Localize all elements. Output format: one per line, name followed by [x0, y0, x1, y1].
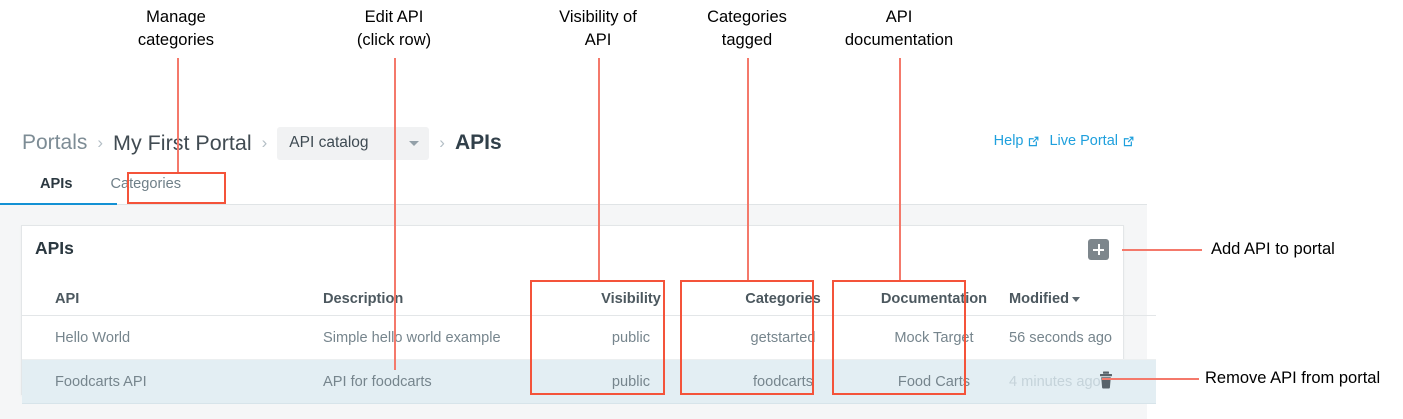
annotation-leader-line — [899, 58, 901, 280]
tab-active-underline — [0, 203, 117, 206]
cell-categories-label: foodcarts — [752, 373, 814, 390]
cell-visibility: public — [555, 315, 707, 360]
cell-modified: 4 minutes ago — [1009, 359, 1156, 404]
breadcrumb-portals[interactable]: Portals — [22, 131, 88, 154]
table-header-row: API Description Visibility Categories Do… — [22, 283, 1156, 316]
tab-apis[interactable]: APIs — [40, 176, 73, 192]
cell-description: API for foodcarts — [323, 359, 555, 404]
annotation-label: Visibility of API — [559, 8, 637, 49]
catalog-select[interactable]: API catalog — [277, 126, 430, 160]
cell-api: Hello World — [22, 315, 323, 360]
external-link-icon — [1122, 135, 1135, 148]
annotation-leader-line — [747, 58, 749, 280]
cell-documentation-label: Food Carts — [897, 373, 971, 390]
column-header-categories-label: Categories — [745, 291, 821, 307]
annotation-label: Add API to portal — [1211, 240, 1335, 258]
annotation-leader-line — [1122, 249, 1202, 251]
column-header-modified-label: Modified — [1009, 291, 1069, 307]
column-header-documentation[interactable]: Documentation — [859, 283, 1009, 316]
catalog-select-value: API catalog — [289, 134, 369, 151]
trash-icon[interactable] — [1098, 371, 1114, 389]
column-header-description[interactable]: Description — [323, 283, 555, 316]
live-portal-link[interactable]: Live Portal — [1049, 133, 1135, 149]
cell-categories-label: getstarted — [750, 329, 816, 346]
plus-icon — [1093, 244, 1104, 255]
apis-card: APIs API Description Visibility Categori… — [21, 225, 1156, 404]
column-header-documentation-label: Documentation — [880, 291, 988, 307]
top-links: Help Live Portal — [994, 133, 1135, 149]
chevron-down-icon — [409, 140, 420, 146]
breadcrumb-current-apis: APIs — [454, 131, 502, 154]
annotation-leader-line — [394, 58, 396, 370]
annotation-label: Edit API (click row) — [356, 8, 432, 49]
tab-bar: APIs Categories — [0, 172, 1147, 205]
cell-api: Foodcarts API — [22, 359, 323, 404]
breadcrumb-separator-1: › — [97, 133, 104, 152]
cell-categories: foodcarts — [707, 359, 859, 404]
cell-description: Simple hello world example — [323, 315, 555, 360]
cell-visibility-label: public — [611, 373, 651, 390]
annotation-label: Categories tagged — [707, 8, 787, 49]
tab-categories[interactable]: Categories — [110, 176, 182, 192]
tab-bar-divider — [117, 204, 1147, 205]
annotation-leader-line — [177, 58, 179, 172]
cell-categories: getstarted — [707, 315, 859, 360]
column-header-modified[interactable]: Modified — [1009, 283, 1156, 316]
breadcrumb-my-first-portal[interactable]: My First Portal — [113, 130, 252, 155]
breadcrumb-separator-3: › — [439, 133, 445, 152]
apis-table: API Description Visibility Categories Do… — [22, 283, 1156, 404]
column-header-visibility-label: Visibility — [601, 291, 661, 307]
add-api-button[interactable] — [1088, 239, 1109, 260]
annotation-label: API documentation — [844, 8, 954, 49]
annotation-leader-line — [598, 58, 600, 280]
annotation-leader-line — [1102, 378, 1199, 380]
cell-documentation: Mock Target — [859, 315, 1009, 360]
external-link-icon — [1027, 135, 1040, 148]
card-title: APIs — [35, 238, 74, 258]
cell-modified: 56 seconds ago — [1009, 315, 1156, 360]
cell-documentation: Food Carts — [859, 359, 1009, 404]
column-header-categories[interactable]: Categories — [707, 283, 859, 316]
column-header-api[interactable]: API — [22, 283, 323, 316]
column-header-visibility[interactable]: Visibility — [555, 283, 707, 316]
cell-visibility-label: public — [611, 329, 651, 346]
annotation-label: Remove API from portal — [1205, 369, 1381, 387]
breadcrumb: Portals › My First Portal › API catalog … — [22, 126, 502, 160]
live-portal-link-label: Live Portal — [1049, 133, 1118, 149]
table-row[interactable]: Foodcarts API API for foodcarts public f… — [22, 359, 1156, 404]
sort-descending-icon — [1072, 296, 1080, 302]
breadcrumb-separator-2: › — [261, 133, 268, 152]
annotation-label: Manage categories — [137, 8, 215, 49]
cell-documentation-label: Mock Target — [894, 329, 974, 346]
help-link[interactable]: Help — [994, 133, 1041, 149]
cell-visibility: public — [555, 359, 707, 404]
table-row[interactable]: Hello World Simple hello world example p… — [22, 315, 1156, 360]
help-link-label: Help — [993, 133, 1024, 149]
